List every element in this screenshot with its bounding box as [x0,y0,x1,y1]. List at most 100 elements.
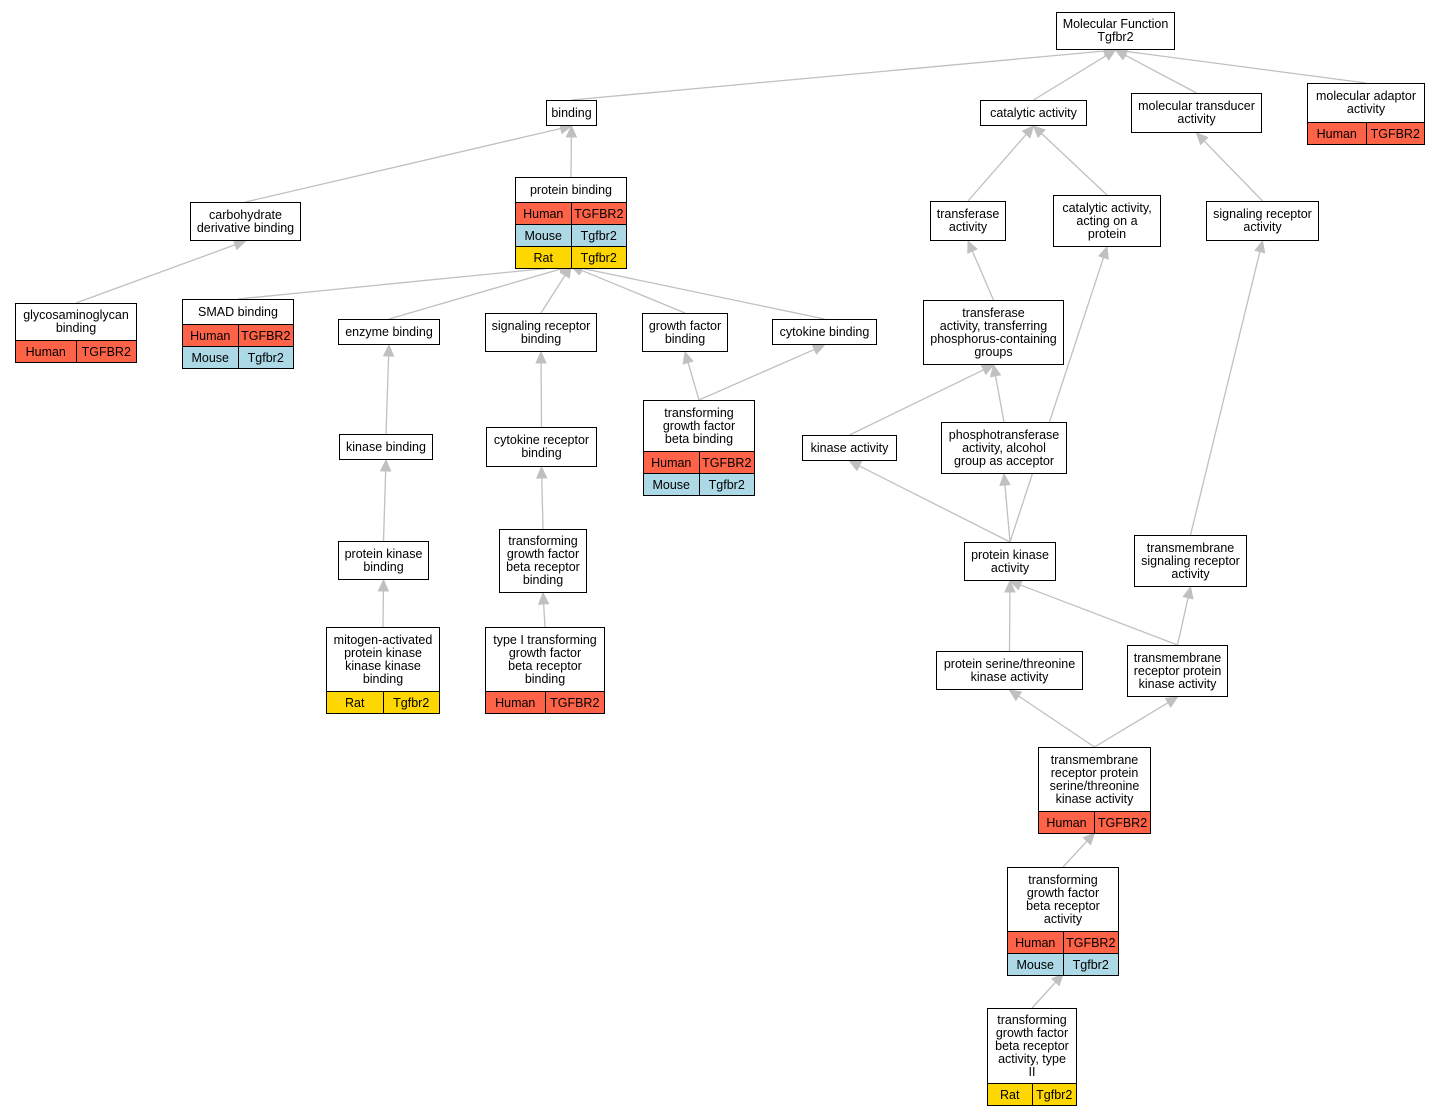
species-name: Human [651,455,692,470]
arrowhead [379,458,392,472]
edge-tgfb_rec_act-to-tm_rec_st [1062,840,1088,868]
arrowhead [377,578,390,592]
term-label: catalytic activity [990,105,1077,120]
arrowhead [1254,239,1266,254]
edge-catalytic-to-mf [1033,55,1107,101]
arrowhead [1004,579,1016,593]
species-name: Mouse [1016,957,1055,972]
go-term-enzyme: enzyme binding [338,319,440,345]
go-term-pk-act: protein kinase activity [964,542,1056,581]
term-label: growth factor binding [648,318,722,346]
arrowhead [682,350,694,365]
gene-symbol: TGFBR2 [698,452,755,473]
arrowhead [537,591,550,605]
term-label: binding [551,105,592,120]
species-annotation-row: Rat Tgfbr2 [516,246,626,268]
edge-tgfb_bind-to-gf_bind [687,362,700,401]
term-label: protein kinase binding [344,546,423,574]
gene-symbol: Tgfbr2 [698,474,755,495]
gene-symbol: Tgfbr2 [570,247,627,268]
arrowhead [565,124,578,138]
arrowhead [811,344,826,355]
species-annotation-row: Mouse Tgfbr2 [1008,953,1118,975]
arrowhead [535,350,547,364]
edge-phosphotrans-to-transf_phos [994,375,1005,423]
term-label: molecular transducer activity [1138,99,1255,126]
gene-symbol: Tgfbr2 [1062,954,1119,975]
go-term-tgfb-rec-bind: transforming growth factor beta receptor… [499,529,587,593]
term-label: transforming growth factor beta receptor… [506,534,580,587]
gene-symbol: TGFBR2 [1365,123,1425,144]
species-name: Rat [1000,1087,1020,1102]
term-label: transmembrane receptor protein serine/th… [1049,752,1140,806]
term-label: transforming growth factor beta binding [662,405,736,446]
go-term-type1: type I transforming growth factor beta r… [485,627,605,714]
gene-symbol: TGFBR2 [1062,932,1119,953]
species-name: Mouse [652,477,691,492]
term-label: kinase activity [810,440,889,455]
species-name: Human [25,344,66,359]
edge-pk_act-to-phosphotrans [1004,484,1011,543]
species-name: Rat [533,250,553,265]
arrowhead [999,472,1011,486]
term-label: molecular adaptor activity [1315,89,1417,116]
edge-binding-to-mf [571,50,1105,101]
arrowhead [1102,49,1117,61]
go-term-cyto-rec-bind: cytokine receptor binding [486,427,597,467]
term-label: protein serine/threonine kinase activity [943,656,1076,684]
species-name: Human [190,328,231,343]
edge-tm_sig-to-sig_rec_act [1189,251,1261,536]
gene-symbol: Tgfbr2 [1031,1084,1077,1105]
term-label: protein binding [529,182,612,197]
gene-symbol: Tgfbr2 [382,692,440,713]
arrowhead [848,460,863,472]
species-name: Human [1015,935,1056,950]
edge-sig_rec_bind-to-protein_binding [540,274,566,314]
edge-transferase-to-catalytic [967,133,1027,202]
go-term-sig-rec-bind: signaling receptor binding [485,313,597,352]
edge-tgfb_rec_bind-to-cyto_rec_bind [541,477,544,530]
arrowhead [1097,245,1109,260]
species-annotation-row: Rat Tgfbr2 [327,691,439,713]
arrowhead [382,343,395,357]
go-term-transf-phos: transferase activity, transferring phosp… [923,300,1064,365]
edge-gf_bind-to-protein_binding [580,269,686,314]
gene-symbol: TGFBR2 [570,203,627,224]
term-label: transforming growth factor beta receptor… [1026,872,1100,926]
arrowhead [536,465,548,479]
term-label: kinase binding [346,439,426,454]
go-term-tm-rec-pk: transmembrane receptor protein kinase ac… [1127,645,1228,697]
edge-adaptor-to-mf [1126,50,1367,84]
edge-transducer-to-mf [1124,54,1197,94]
edge-smad-to-protein_binding [237,266,561,300]
edge-pk_act-to-cat_protein [1009,257,1105,543]
edge-enzyme-to-protein_binding [388,268,561,320]
species-name: Human [495,695,536,710]
edge-tm_rec_st-to-ser_thr [1018,695,1095,748]
term-label: catalytic activity, acting on a protein [1062,200,1152,241]
go-term-mapkkk: mitogen-activated protein kinase kinase … [326,627,440,714]
go-term-carb: carbohydrate derivative binding [190,202,301,241]
edge-tm_rec_pk-to-pk_act [1020,584,1178,646]
go-term-mf: Molecular Function Tgfbr2 [1056,12,1175,50]
gene-symbol: Tgfbr2 [570,225,627,246]
go-term-tgfb-rec-2: transforming growth factor beta receptor… [987,1008,1077,1106]
edge-pk_act-to-kinase_act [859,465,1011,543]
go-term-binding: binding [546,100,597,126]
go-term-pk-bind: protein kinase binding [338,541,429,580]
arrowhead [1182,585,1194,600]
edge-kinase_bind-to-enzyme [385,355,390,435]
go-term-gf-bind: growth factor binding [642,313,728,352]
term-label: transmembrane signaling receptor activit… [1141,540,1240,581]
go-term-sig-rec-act: signaling receptor activity [1206,201,1319,241]
gene-symbol: TGFBR2 [544,692,605,713]
species-name: Rat [345,695,365,710]
edge-kinase_act-to-transf_phos [849,369,984,436]
